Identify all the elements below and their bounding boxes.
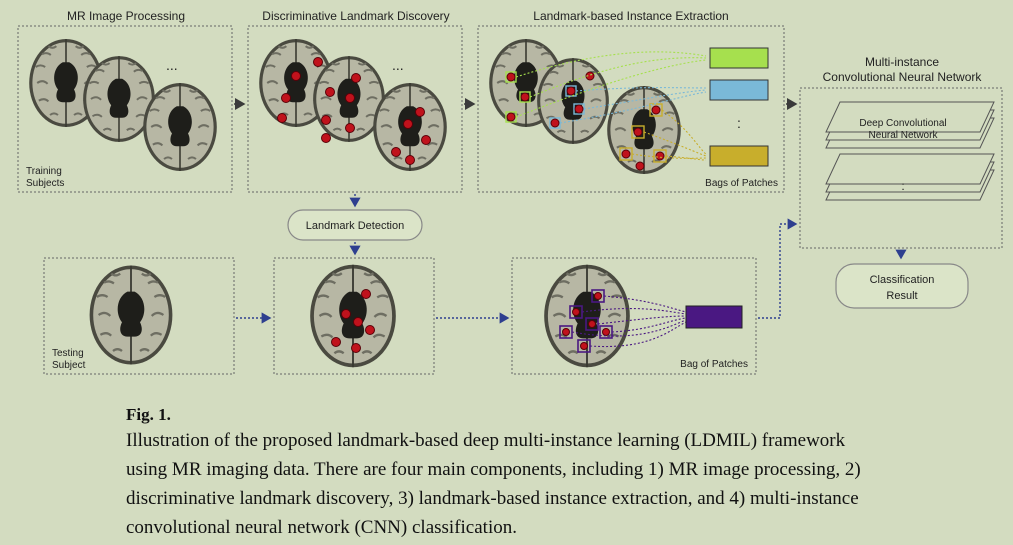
test-landmarks — [331, 289, 375, 353]
testing-subject-line1: Testing — [52, 348, 84, 359]
bag-of-patches-label: Bag of Patches — [680, 359, 748, 370]
bag-green — [709, 47, 769, 69]
landmark-discovery-title: Discriminative Landmark Discovery — [262, 9, 449, 23]
discovered-landmarks — [277, 57, 431, 165]
training-brain-3 — [142, 81, 218, 173]
test-extraction-landmarks — [562, 292, 610, 350]
test-landmarks-panel — [273, 257, 435, 375]
bag-gold — [709, 145, 769, 167]
bag-blue — [709, 79, 769, 101]
landmark-discovery-dots: ... — [392, 57, 404, 73]
figure-caption: Fig. 1. Illustration of the proposed lan… — [126, 404, 886, 542]
test-extraction-panel — [511, 257, 757, 375]
cnn-layer-stack — [825, 101, 995, 201]
instance-extraction-title: Landmark-based Instance Extraction — [533, 9, 728, 23]
instance-extraction-panel — [477, 25, 785, 193]
cnn-title-line1: Multi-instance — [865, 55, 939, 69]
mr-processing-dots: ... — [166, 57, 178, 73]
training-subjects-line1: Training — [26, 166, 62, 177]
cnn-title-line2: Convolutional Neural Network — [823, 70, 983, 84]
test-dotted-links — [571, 295, 687, 348]
extraction-brain-2 — [536, 57, 610, 145]
mr-processing-title: MR Image Processing — [67, 9, 185, 23]
figure-label: Fig. 1. — [126, 405, 171, 424]
cnn-panel — [799, 87, 1003, 249]
bag-purple — [685, 305, 743, 329]
testing-subject-line2: Subject — [52, 360, 86, 371]
bags-of-patches-label: Bags of Patches — [705, 178, 778, 189]
cnn-layer-label-line1: Deep Convolutional — [859, 118, 946, 129]
landmark-detection-box — [287, 209, 423, 241]
testing-brain — [88, 264, 174, 366]
landmark-detection-label: Landmark Detection — [306, 220, 404, 232]
mr-processing-panel — [17, 25, 233, 193]
cnn-vdots: : — [901, 179, 904, 193]
extraction-dotted-links — [515, 51, 707, 161]
cnn-layer-label-line2: Neural Network — [869, 130, 939, 141]
arrow-test-extraction-to-cnn — [758, 218, 798, 319]
classification-result-box — [835, 263, 969, 309]
classification-result-line1: Classification — [870, 274, 935, 286]
extraction-landmarks — [506, 71, 665, 171]
testing-subject-panel — [43, 257, 235, 375]
landmark-discovery-panel — [247, 25, 463, 193]
classification-result-line2: Result — [886, 290, 917, 302]
training-subjects-line2: Subjects — [26, 178, 64, 189]
bags-vdots: : — [737, 115, 741, 131]
ldmil-framework-diagram: MR Image Processing ... Training Subject… — [17, 9, 1003, 375]
figure-caption-text: Illustration of the proposed landmark-ba… — [126, 430, 861, 538]
